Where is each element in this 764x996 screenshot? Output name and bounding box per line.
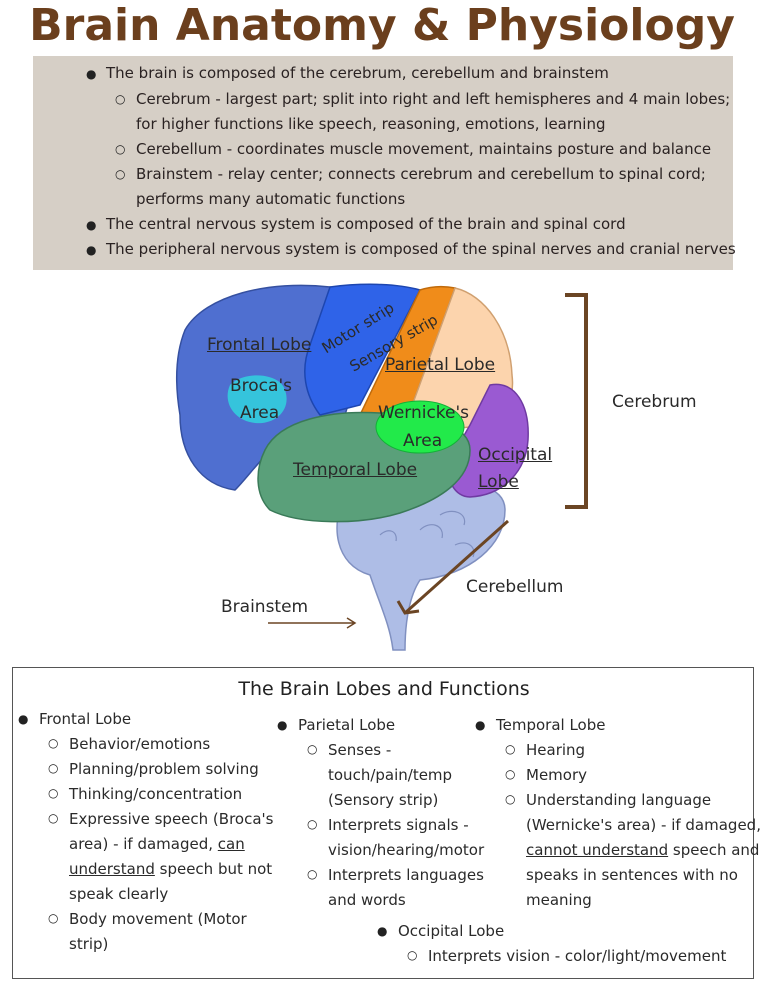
circle-bullet-icon: ○: [505, 792, 516, 806]
parietal-item-1b: touch/pain/temp: [328, 766, 453, 784]
parietal-item-1a: Senses -: [328, 741, 392, 759]
motor-strip-shape: [304, 283, 422, 416]
circle-bullet-icon: ○: [307, 742, 318, 756]
brocas-label-1: Broca's: [230, 376, 292, 396]
parietal-item-2b: vision/hearing/motor: [328, 841, 485, 859]
temporal-item-1: Hearing: [526, 741, 586, 759]
overview-cerebrum-2: for higher functions like speech, reason…: [136, 115, 606, 133]
overview-brainstem-2: performs many automatic functions: [136, 190, 406, 208]
wernickes-area-shape: [375, 400, 465, 454]
circle-bullet-icon: ○: [115, 167, 126, 181]
occipital-lobe-label-2: Lobe: [478, 472, 519, 492]
overview-cerebrum-1: Cerebrum - largest part; split into righ…: [136, 90, 731, 108]
circle-bullet-icon: ○: [505, 742, 516, 756]
cerebellum-arrow: [396, 519, 509, 615]
frontal-item-4a: Expressive speech (Broca's: [69, 810, 274, 828]
frontal-item-5b: strip): [69, 935, 109, 953]
occipital-item-1: Interprets vision - color/light/movement: [428, 947, 727, 965]
overview-brainstem-1: Brainstem - relay center; connects cereb…: [136, 165, 706, 183]
temporal-item-3c: cannot understand speech and: [526, 841, 760, 859]
circle-bullet-icon: ○: [48, 811, 59, 825]
frontal-item-4c: understand speech but not: [69, 860, 273, 878]
circle-bullet-icon: ○: [407, 948, 418, 962]
bullet-icon: ●: [86, 67, 97, 81]
parietal-lobe-label: Parietal Lobe: [385, 355, 496, 375]
circle-bullet-icon: ○: [48, 786, 59, 800]
functions-heading: The Brain Lobes and Functions: [238, 678, 530, 700]
frontal-item-4d: speak clearly: [69, 885, 169, 903]
bullet-icon: ●: [86, 243, 97, 257]
temporal-item-3e: meaning: [526, 891, 592, 909]
frontal-item-1: Behavior/emotions: [69, 735, 211, 753]
cerebrum-bracket: [565, 293, 588, 509]
temporal-item-3d: speaks in sentences with no: [526, 866, 738, 884]
circle-bullet-icon: ○: [307, 867, 318, 881]
wernickes-label-1: Wernicke's: [378, 403, 470, 423]
functions-box: The Brain Lobes and Functions ● Frontal …: [12, 667, 761, 979]
bullet-icon: ●: [475, 718, 486, 732]
brocas-area-shape: [227, 375, 287, 424]
parietal-item-3a: Interprets languages: [328, 866, 484, 884]
brainstem-arrow: [268, 617, 357, 629]
overview-bullet-2: The central nervous system is composed o…: [106, 215, 626, 233]
cerebellum-label: Cerebellum: [466, 577, 564, 597]
circle-bullet-icon: ○: [48, 761, 59, 775]
parietal-lobe-title: Parietal Lobe: [298, 716, 396, 734]
parietal-item-2a: Interprets signals -: [328, 816, 469, 834]
parietal-item-3b: and words: [328, 891, 406, 909]
circle-bullet-icon: ○: [48, 911, 59, 925]
bullet-icon: ●: [18, 712, 29, 726]
temporal-lobe-label: Temporal Lobe: [293, 460, 418, 480]
page-title: Brain Anatomy & Physiology: [29, 0, 735, 51]
bullet-icon: ●: [86, 218, 97, 232]
circle-bullet-icon: ○: [115, 92, 126, 106]
frontal-item-2: Planning/problem solving: [69, 760, 259, 778]
overview-bullet-1: The brain is composed of the cerebrum, c…: [106, 64, 609, 82]
circle-bullet-icon: ○: [48, 736, 59, 750]
brain-diagram: Frontal Lobe Broca's Area Motor strip Se…: [0, 275, 764, 660]
bullet-icon: ●: [377, 924, 388, 938]
occipital-lobe-label-1: Occipital: [478, 445, 553, 465]
temporal-item-3b: (Wernicke's area) - if damaged,: [526, 816, 761, 834]
brainstem-shape: [336, 484, 506, 651]
overview-box: ● The brain is composed of the cerebrum,…: [33, 56, 736, 270]
brainstem-label: Brainstem: [221, 597, 309, 617]
overview-cerebellum: Cerebellum - coordinates muscle movement…: [136, 140, 712, 158]
frontal-lobe-title: Frontal Lobe: [39, 710, 132, 728]
bullet-icon: ●: [277, 718, 288, 732]
wernickes-label-2: Area: [403, 431, 443, 451]
frontal-item-5a: Body movement (Motor: [69, 910, 247, 928]
circle-bullet-icon: ○: [505, 767, 516, 781]
parietal-item-1c: (Sensory strip): [328, 791, 439, 809]
frontal-lobe-label: Frontal Lobe: [207, 335, 312, 355]
frontal-item-4b: area) - if damaged, can: [69, 835, 245, 853]
occipital-lobe-title: Occipital Lobe: [398, 922, 505, 940]
frontal-item-3: Thinking/concentration: [69, 785, 243, 803]
temporal-item-2: Memory: [526, 766, 588, 784]
circle-bullet-icon: ○: [307, 817, 318, 831]
cerebrum-label: Cerebrum: [612, 392, 697, 412]
brain-illustration: [175, 283, 588, 651]
circle-bullet-icon: ○: [115, 142, 126, 156]
brocas-label-2: Area: [240, 403, 280, 423]
temporal-lobe-title: Temporal Lobe: [496, 716, 606, 734]
temporal-item-3a: Understanding language: [526, 791, 712, 809]
overview-bullet-3: The peripheral nervous system is compose…: [106, 240, 736, 258]
